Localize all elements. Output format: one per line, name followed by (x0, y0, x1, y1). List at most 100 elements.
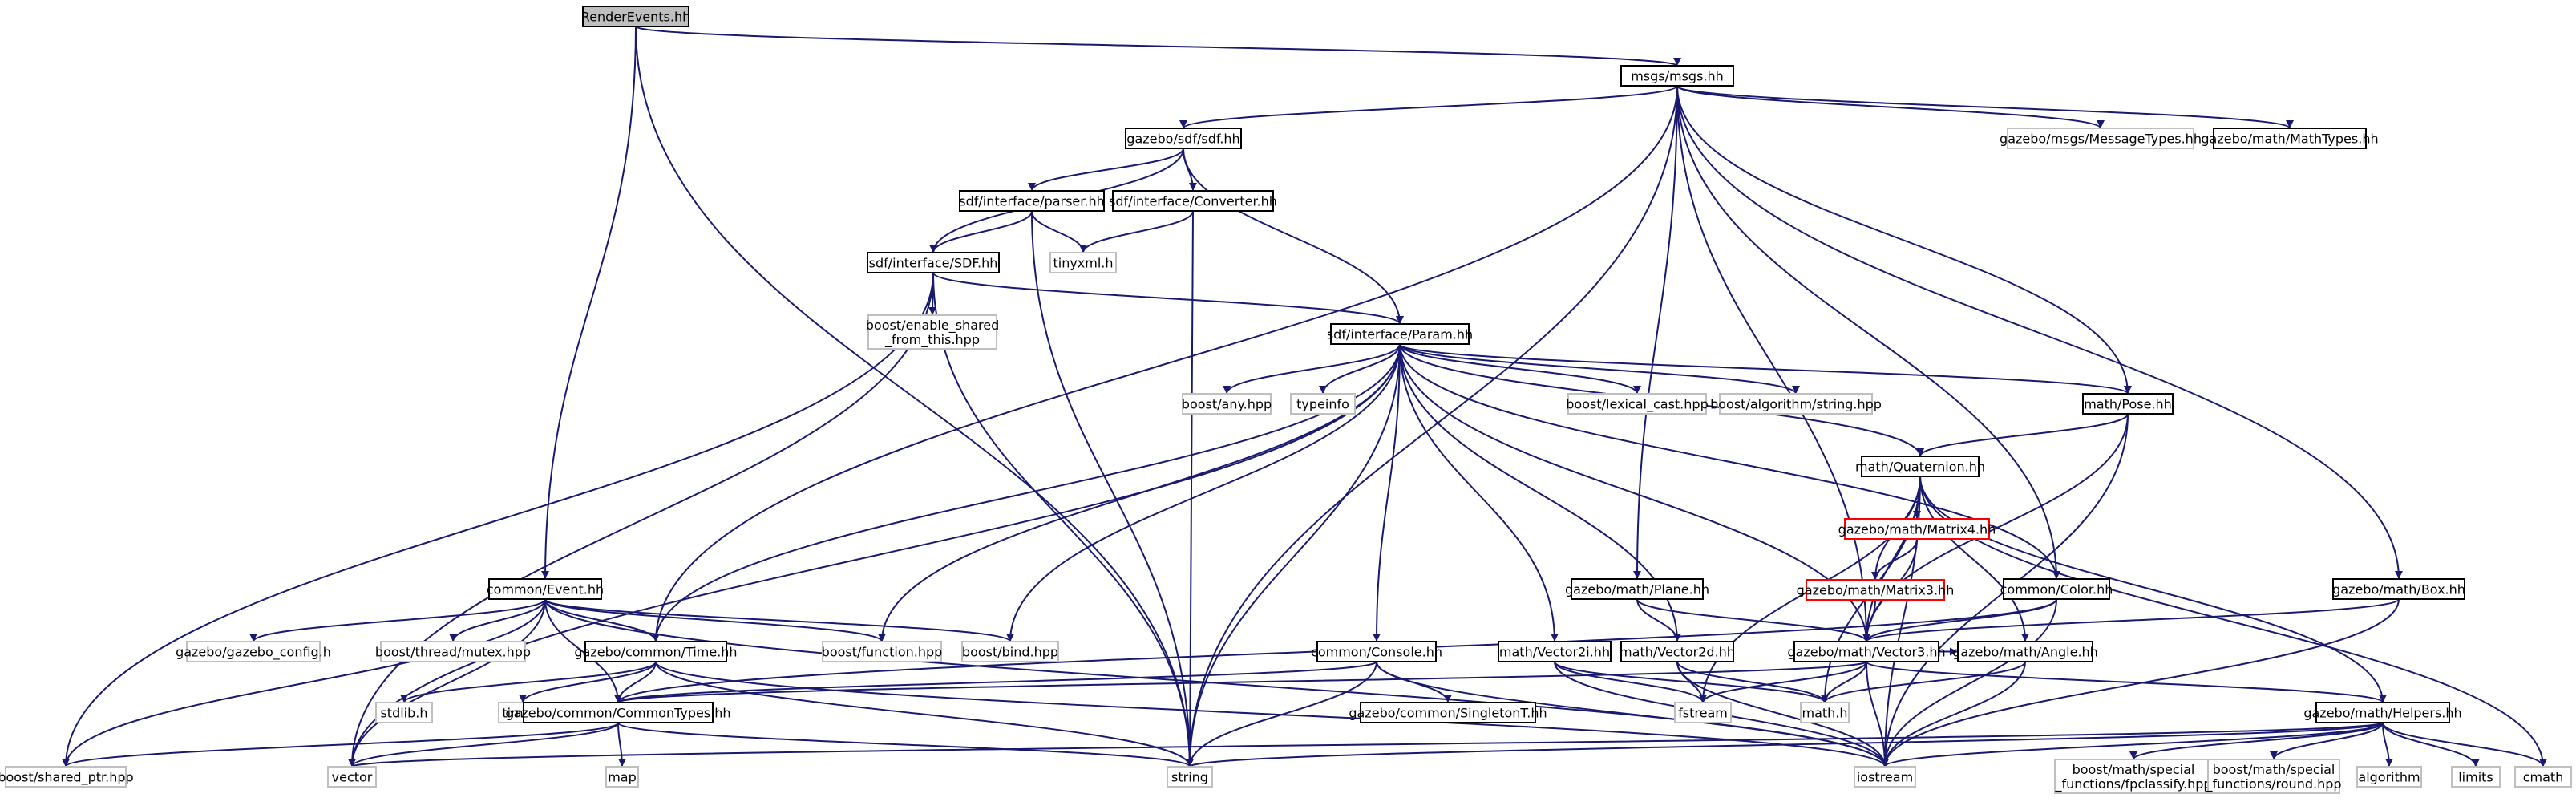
file-node-label: gazebo/msgs/MessageTypes.hh (2000, 132, 2202, 147)
dependency-edge (614, 661, 1867, 703)
dependency-edge (541, 26, 637, 580)
dependency-edge (635, 26, 1194, 768)
file-node-box (1182, 393, 1272, 415)
dependency-edge (1399, 343, 1641, 395)
file-node-label: math/Pose.hh (2084, 397, 2172, 412)
file-node: gazebo/msgs/MessageTypes.hh (2000, 128, 2202, 149)
file-node-box (375, 702, 433, 723)
file-node[interactable]: gazebo/sdf/sdf.hh (1125, 128, 1242, 149)
file-node[interactable]: gazebo/math/Plane.hh (1565, 578, 1709, 600)
file-node[interactable]: gazebo/math/Helpers.hh (2303, 702, 2462, 723)
file-node-box (1957, 641, 2093, 662)
file-node[interactable]: gazebo/math/Matrix4.hh (1838, 518, 1996, 540)
file-node[interactable]: sdf/interface/SDF.hh (867, 252, 1000, 273)
file-node-label: sdf/interface/SDF.hh (869, 256, 998, 271)
dependency-edge (519, 661, 657, 703)
file-node: boost/thread/mutex.hpp (375, 641, 531, 662)
file-node-label: boost/math/special_functions/round.hpp (2205, 762, 2341, 792)
file-node[interactable]: common/Console.hh (1311, 641, 1442, 662)
file-node[interactable]: RenderEvents.hh (581, 6, 691, 27)
file-node[interactable]: math/Vector2i.hh (1498, 641, 1612, 662)
file-node: iostream (1854, 766, 1916, 788)
file-node[interactable]: gazebo/math/Angle.hh (1952, 641, 2098, 662)
file-node-label: string (1171, 770, 1208, 785)
file-node[interactable]: gazebo/common/CommonTypes.hh (505, 702, 731, 723)
file-node[interactable]: gazebo/common/Time.hh (574, 641, 738, 662)
file-node[interactable]: math/Vector2d.hh (1620, 641, 1735, 662)
file-node: typeinfo (1290, 393, 1356, 415)
file-node-box (1125, 128, 1242, 149)
file-node[interactable]: gazebo/math/Vector3.hh (1787, 641, 1946, 662)
file-node[interactable]: math/Pose.hh (2082, 393, 2174, 415)
file-node[interactable]: gazebo/math/MathTypes.hh (2201, 128, 2379, 149)
file-node: vector (327, 766, 377, 788)
file-node-label: gazebo/common/Time.hh (574, 645, 737, 660)
file-node-box (488, 578, 602, 600)
dependency-edge (1676, 85, 1870, 642)
dependency-edge (348, 272, 934, 768)
file-node-label: cmath (2523, 770, 2564, 785)
dependency-edge (1881, 598, 2057, 768)
dependency-edge (1676, 85, 2403, 580)
file-node-label: boost/bind.hpp (962, 645, 1058, 660)
file-node-box (1854, 766, 1916, 788)
file-node-box (1800, 702, 1850, 723)
file-node: string (1167, 766, 1213, 788)
file-node-label: boost/function.hpp (822, 645, 943, 660)
file-node: boost/shared_ptr.hpp (0, 766, 134, 788)
file-node-label: common/Console.hh (1311, 645, 1442, 660)
file-node-label: boost/enable_shared_from_this.hpp (866, 318, 999, 348)
file-node-label: math/Quaternion.hh (1855, 460, 1985, 475)
file-node-box (1844, 518, 1990, 540)
file-node: math.h (1800, 702, 1850, 723)
dependency-edge (348, 343, 1401, 768)
file-node-box (2451, 766, 2501, 788)
file-node-label: gazebo/math/Box.hh (2332, 582, 2465, 597)
file-node[interactable]: gazebo/math/Box.hh (2332, 578, 2465, 600)
file-node-label: boost/thread/mutex.hpp (375, 645, 531, 660)
file-node-label: limits (2458, 770, 2493, 785)
file-node[interactable]: math/Quaternion.hh (1855, 456, 1985, 477)
file-node[interactable]: sdf/interface/Converter.hh (1109, 190, 1277, 212)
dependency-edge (1031, 210, 1194, 768)
file-node[interactable]: sdf/interface/Param.hh (1327, 323, 1473, 345)
file-node-box (1167, 766, 1213, 788)
file-node-box (961, 641, 1059, 662)
file-node-label: msgs/msgs.hh (1631, 69, 1724, 84)
file-node-box (2207, 759, 2340, 794)
file-node-label: iostream (1857, 770, 1913, 785)
dependency-edge (1676, 661, 1889, 768)
dependency-edge (617, 722, 1194, 768)
file-node[interactable]: sdf/interface/parser.hh (959, 190, 1105, 212)
file-node-box (1112, 190, 1274, 212)
file-node-label: gazebo/math/Helpers.hh (2303, 706, 2461, 721)
file-node-box (5, 766, 127, 788)
file-node-box (380, 641, 526, 662)
dependency-edge (2129, 722, 2384, 760)
dependency-edge (1028, 148, 1184, 192)
file-node-label: gazebo/math/Vector3.hh (1787, 645, 1945, 660)
file-node-box (584, 641, 727, 662)
file-node-label: boost/shared_ptr.hpp (0, 770, 134, 786)
file-node: tinyxml.h (1049, 252, 1117, 273)
file-node: boost/lexical_cast.hpp (1566, 393, 1709, 415)
file-node[interactable]: common/Event.hh (487, 578, 604, 600)
file-node-label: math/Vector2d.hh (1620, 645, 1735, 660)
dependency-edge (62, 272, 934, 768)
dependency-edge (2270, 722, 2384, 760)
file-node[interactable]: gazebo/common/SingletonT.hh (1349, 702, 1547, 723)
dependency-edge (1183, 148, 1404, 325)
dependency-edge (1676, 85, 2294, 129)
file-node[interactable]: common/Color.hh (2000, 578, 2113, 600)
file-node-label: fstream (1678, 706, 1728, 721)
dependency-edge (544, 598, 622, 703)
file-node-box (2003, 578, 2110, 600)
dependency-edge (1919, 476, 2029, 642)
file-node[interactable]: gazebo/math/Matrix3.hh (1797, 579, 1955, 601)
file-node-label: common/Color.hh (2000, 582, 2113, 597)
file-node: boost/algorithm/string.hpp (1710, 393, 1882, 415)
file-node[interactable]: msgs/msgs.hh (1620, 65, 1734, 87)
dependency-edge (617, 722, 626, 768)
file-node: stdlib.h (375, 702, 433, 723)
